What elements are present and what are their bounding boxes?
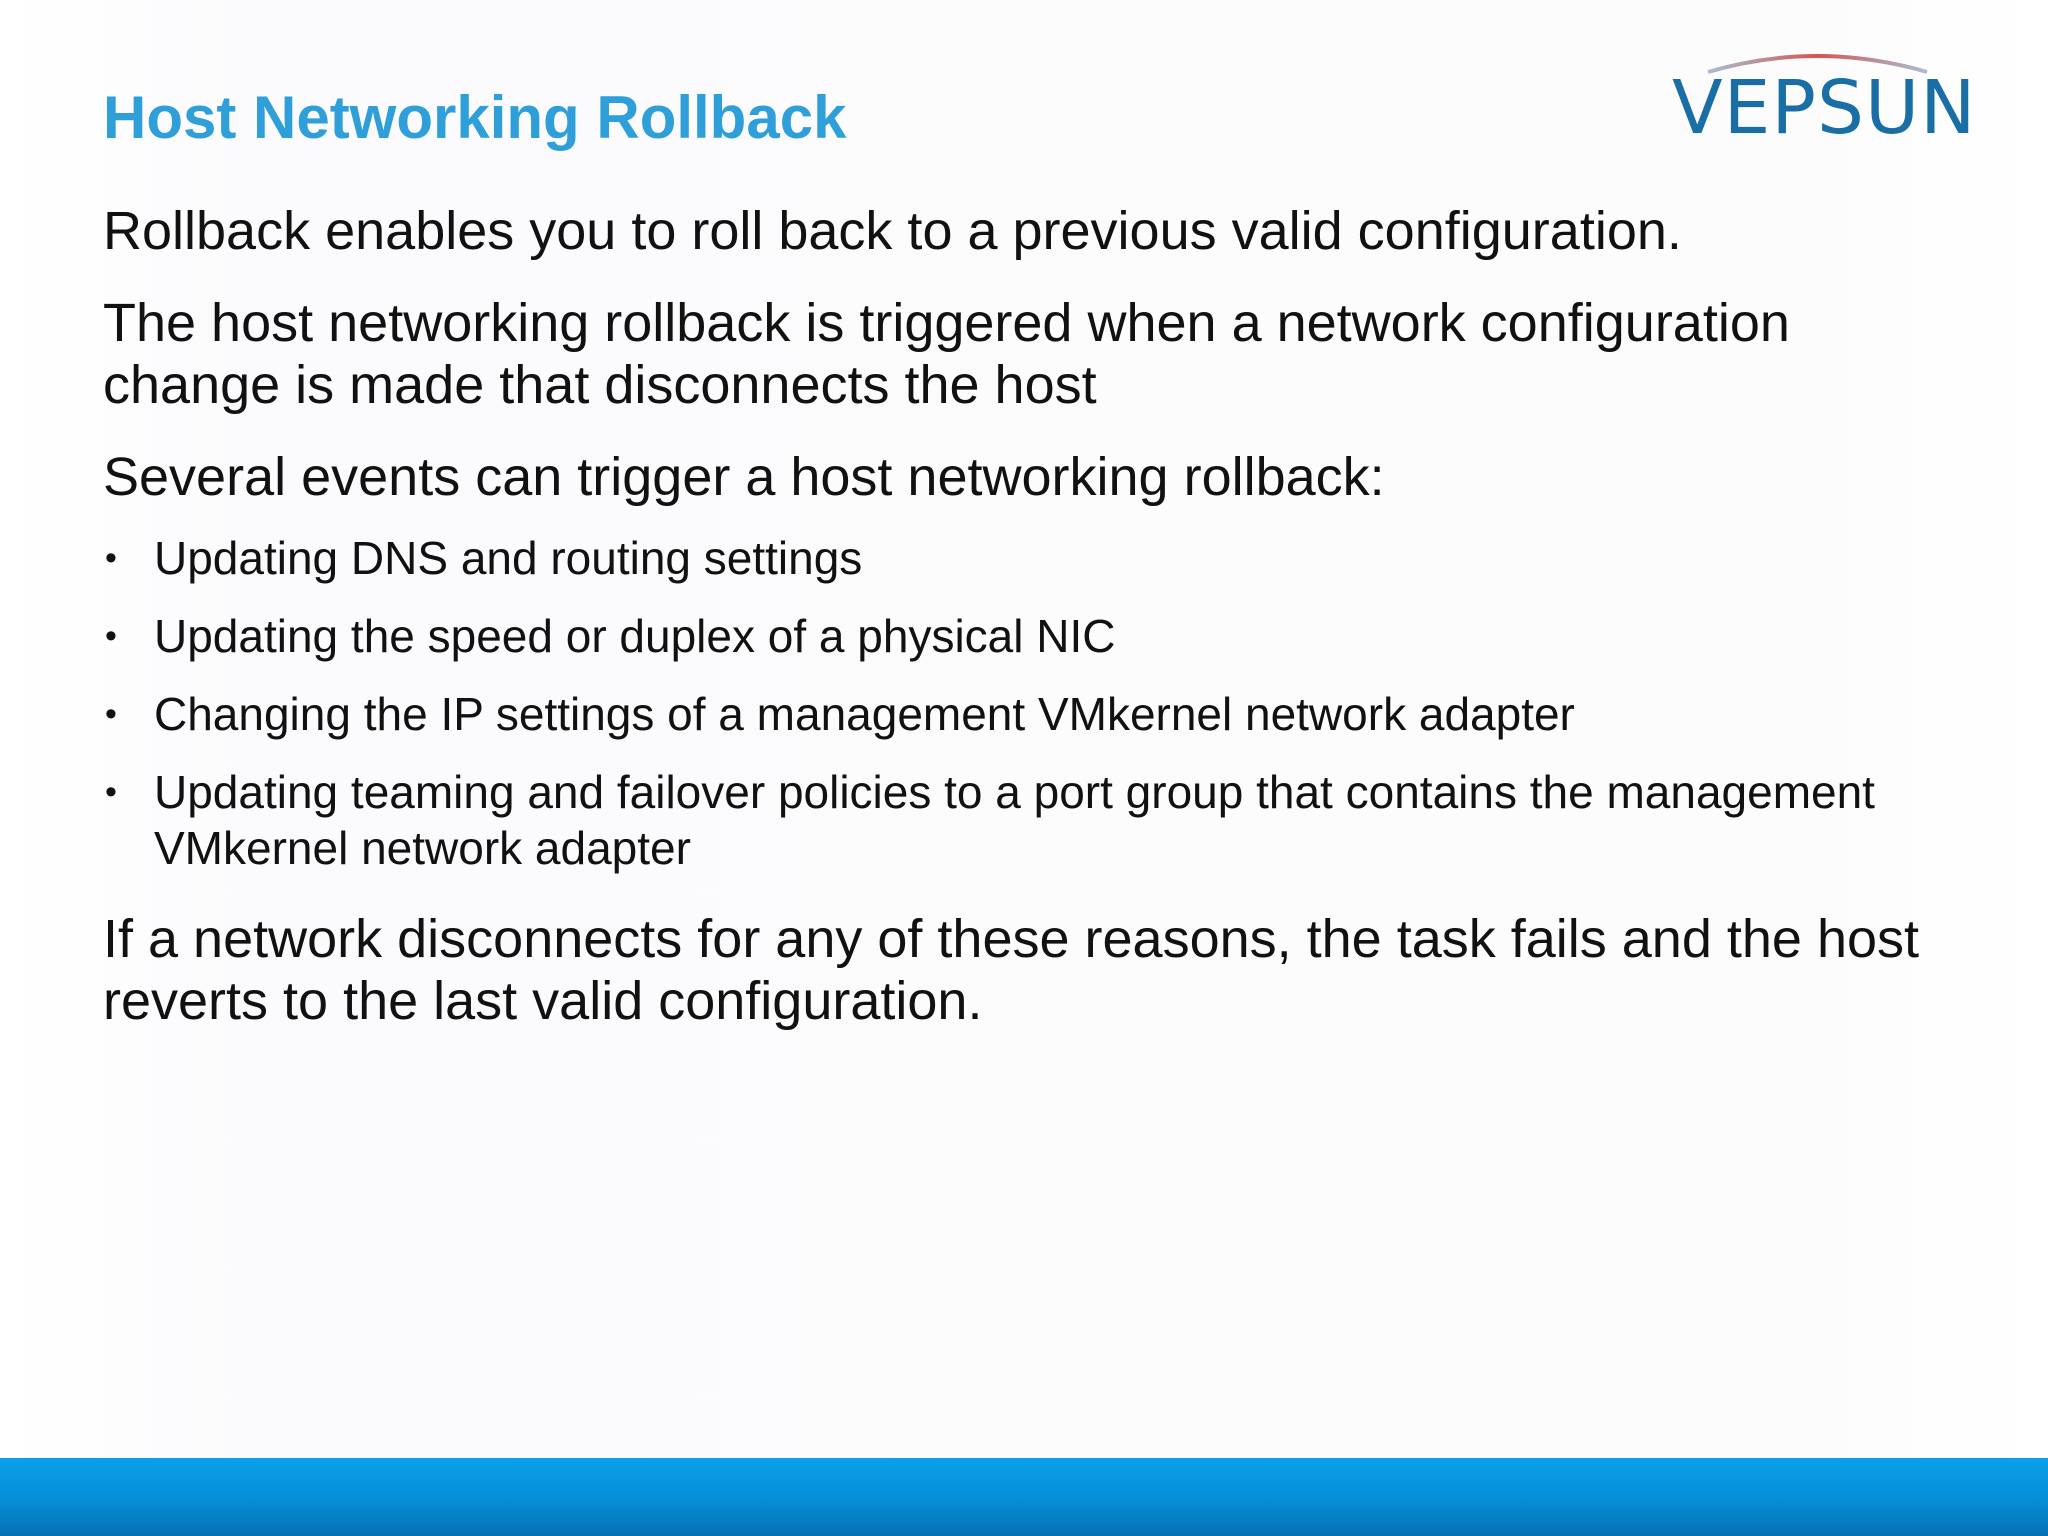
bullet-text: Updating DNS and routing settings	[154, 532, 863, 584]
bullet-icon: •	[105, 773, 117, 811]
list-item: • Updating the speed or duplex of a phys…	[103, 608, 1963, 664]
bullet-icon: •	[105, 617, 117, 655]
bullet-text: Changing the IP settings of a management…	[154, 688, 1575, 740]
slide-body: Rollback enables you to roll back to a p…	[103, 200, 1963, 1032]
logo-arc-icon	[1707, 54, 1928, 74]
list-item: • Updating teaming and failover policies…	[103, 764, 1963, 876]
bullet-icon: •	[105, 539, 117, 577]
slide-title: Host Networking Rollback	[103, 84, 847, 151]
event-bullet-list: • Updating DNS and routing settings • Up…	[103, 530, 1963, 876]
bullet-icon: •	[105, 695, 117, 733]
list-item: • Changing the IP settings of a manageme…	[103, 686, 1963, 742]
vepsun-logo: VEPSUN	[1672, 46, 1976, 148]
paragraph-events-heading: Several events can trigger a host networ…	[103, 447, 1385, 507]
paragraph-rollback-intro: Rollback enables you to roll back to a p…	[103, 201, 1682, 261]
bullet-text: Updating the speed or duplex of a physic…	[154, 610, 1116, 662]
paragraph-rollback-trigger: The host networking rollback is triggere…	[103, 293, 1790, 415]
footer-bar	[0, 1458, 2048, 1536]
bullet-text: Updating teaming and failover policies t…	[154, 766, 1875, 874]
logo-text: VEPSUN	[1672, 65, 1977, 151]
list-item: • Updating DNS and routing settings	[103, 530, 1963, 586]
paragraph-closing: If a network disconnects for any of thes…	[103, 909, 1920, 1031]
